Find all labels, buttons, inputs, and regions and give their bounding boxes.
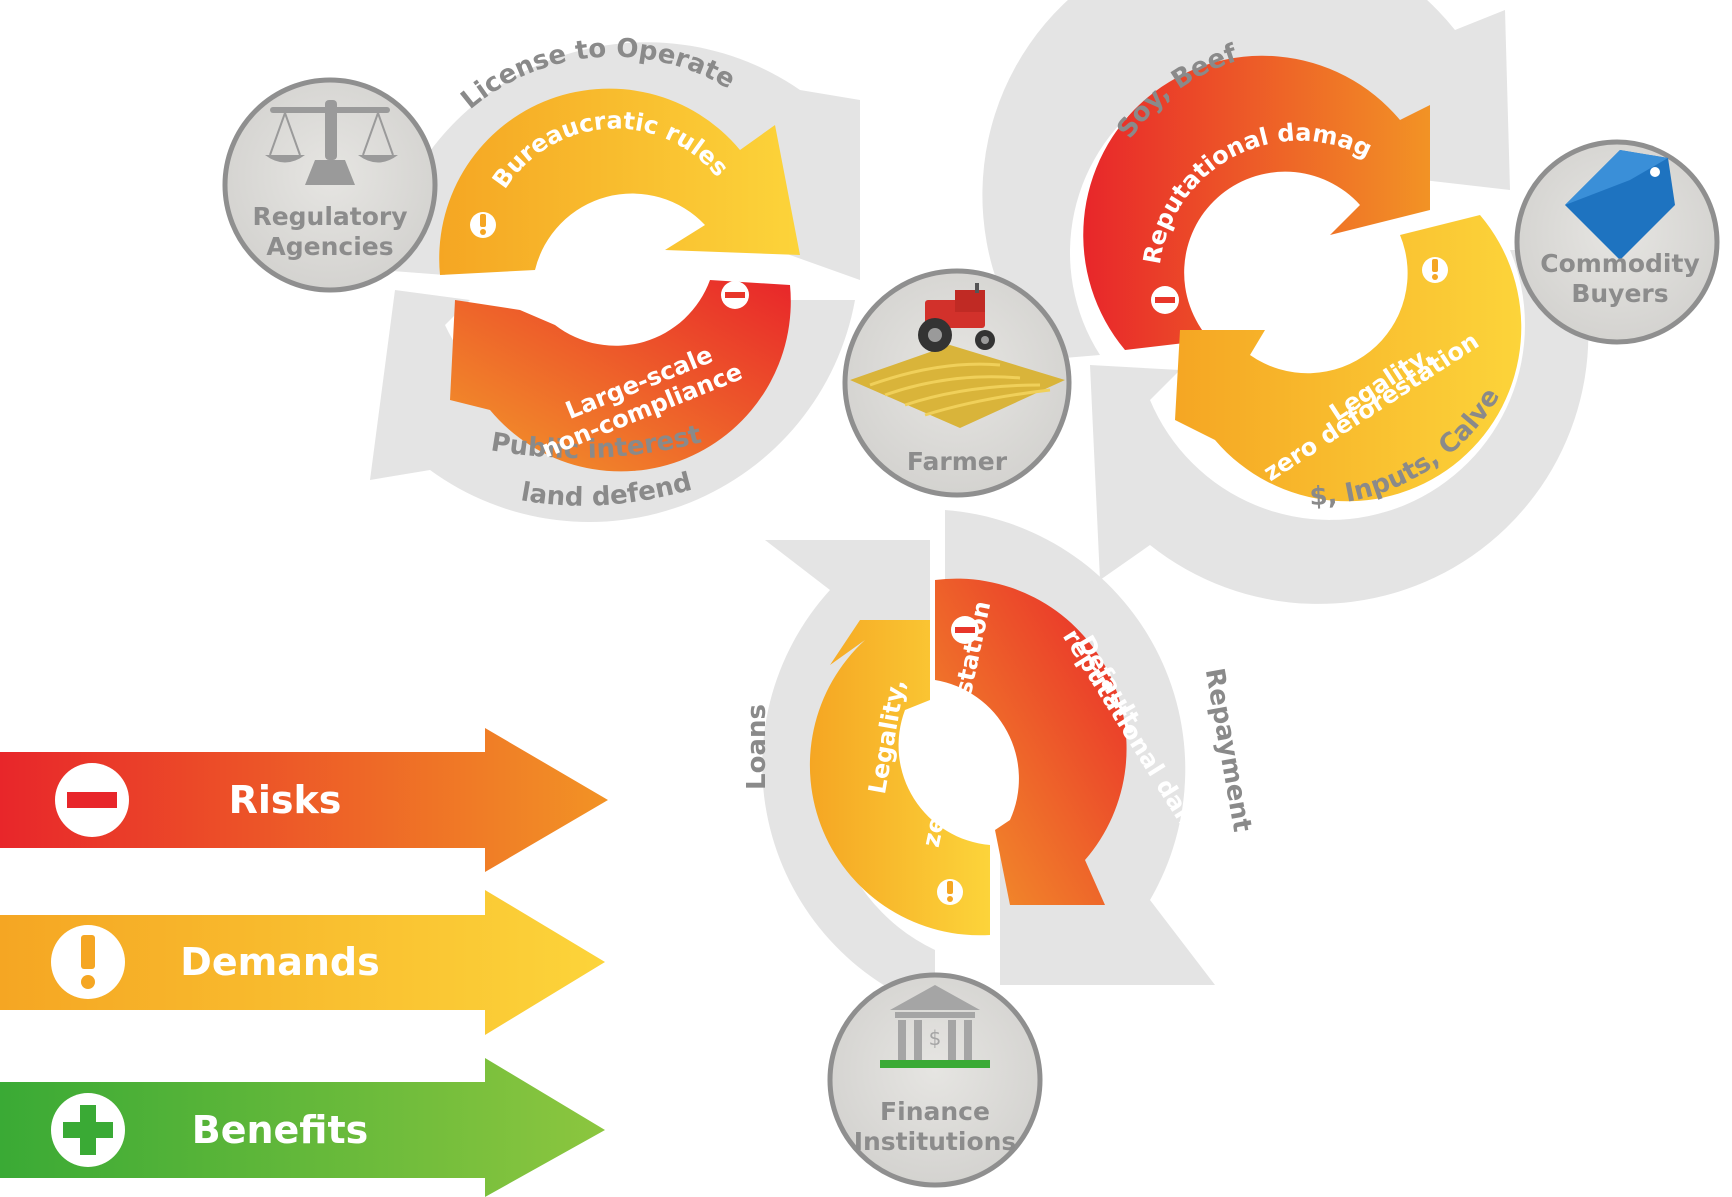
legend-risks-label: Risks — [229, 778, 342, 822]
finance-institutions-node[interactable]: $ Finance Institutions — [827, 972, 1043, 1188]
farmer-label: Farmer — [907, 447, 1008, 476]
legend-demands: Demands — [0, 890, 605, 1035]
default-damage-arrow — [935, 578, 1127, 905]
plus-icon — [51, 1093, 125, 1167]
regulatory-label-line2: Agencies — [266, 232, 393, 261]
noncompliance-arrow — [450, 280, 791, 472]
reputational-damage-arrow — [1083, 55, 1430, 350]
legend: Risks Demands Benefits — [0, 728, 608, 1197]
finance-label-line1: Finance — [880, 1097, 990, 1126]
risk-badge-icon — [721, 281, 749, 309]
legend-risks: Risks — [0, 728, 608, 872]
scales-icon — [265, 100, 398, 185]
legend-demands-label: Demands — [180, 940, 379, 984]
legend-benefits-label: Benefits — [192, 1108, 369, 1152]
finance-cycle: Loans Repayment Legality, zero deforesta… — [742, 510, 1257, 1010]
bureaucratic-rules-arrow — [439, 88, 800, 275]
buyer-demand-arrow — [1175, 215, 1522, 502]
commodity-label-line1: Commodity — [1540, 249, 1700, 278]
demand-badge-icon — [937, 879, 963, 905]
minus-icon — [55, 763, 129, 837]
exclamation-icon — [51, 925, 125, 999]
field-icon — [850, 345, 1065, 428]
finance-demand-arrow — [809, 620, 990, 936]
public-interest-flow-arrow — [370, 290, 855, 523]
svg-text:$: $ — [929, 1026, 942, 1050]
farmer-node[interactable]: Farmer — [842, 268, 1072, 498]
regulatory-cycle: License to Operate Public interests in l… — [0, 0, 860, 523]
inputs-flow-arrow — [1090, 250, 1589, 604]
loans-label: Loans — [742, 704, 772, 790]
commodity-label-line2: Buyers — [1571, 279, 1668, 308]
price-tag-icon — [1565, 150, 1675, 260]
repayment-label: Repayment — [1199, 666, 1257, 834]
demand-badge-icon — [470, 212, 496, 238]
soy-beef-flow-arrow — [982, 0, 1510, 360]
regulatory-agencies-node[interactable]: Regulatory Agencies — [222, 77, 438, 293]
tractor-icon — [918, 283, 995, 352]
finance-label-line2: Institutions — [854, 1127, 1017, 1156]
commodity-buyers-node[interactable]: Commodity Buyers — [1514, 139, 1720, 345]
regulatory-label-line1: Regulatory — [252, 202, 407, 231]
bank-building-icon: $ — [880, 985, 990, 1068]
legend-benefits: Benefits — [0, 1058, 605, 1197]
risk-badge-icon — [1151, 286, 1179, 314]
risk-badge-icon — [951, 616, 979, 644]
demand-badge-icon — [1422, 257, 1448, 283]
